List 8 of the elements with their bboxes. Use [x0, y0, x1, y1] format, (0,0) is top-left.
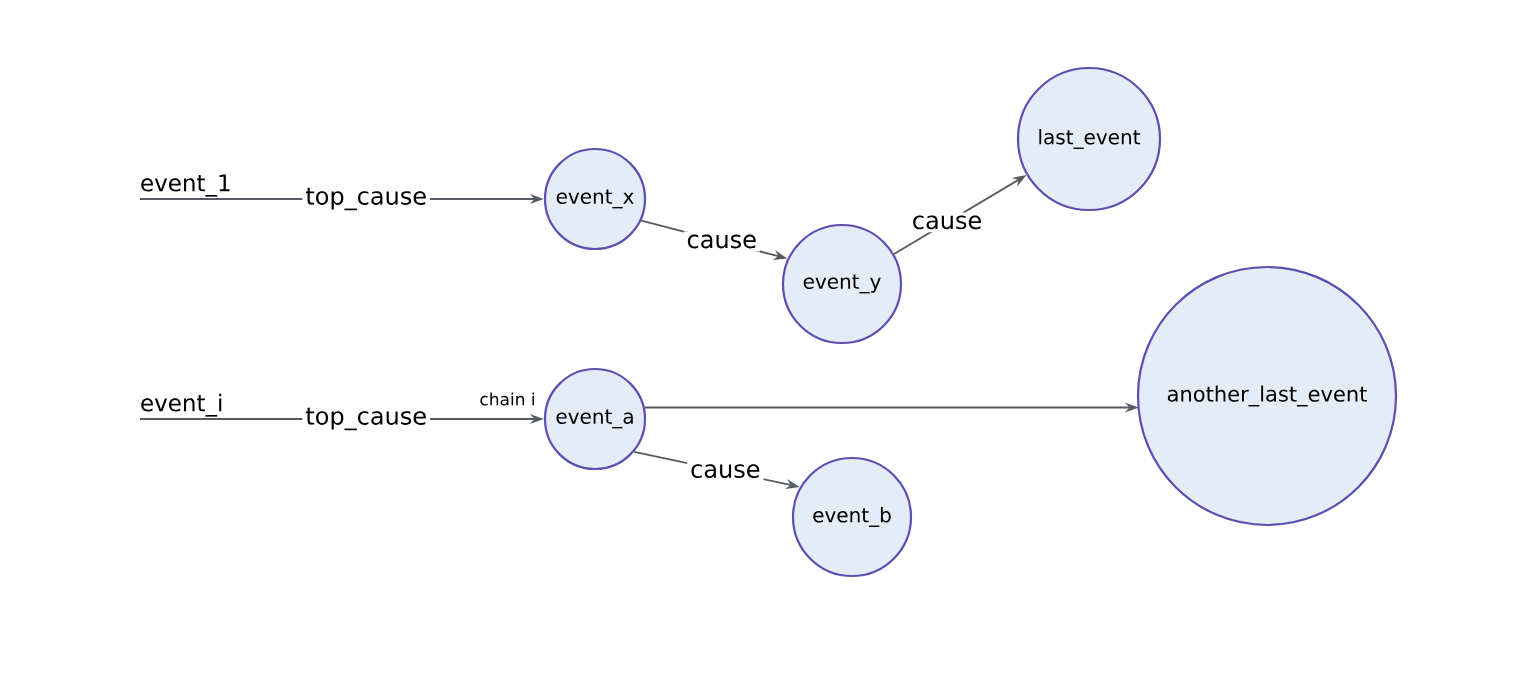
edge-label: top_cause	[302, 184, 431, 214]
node-label: event_1	[141, 174, 230, 197]
edge-label: cause	[683, 231, 760, 252]
edge-label: cause	[687, 461, 764, 482]
node-label: event_i	[141, 393, 222, 417]
edge-label: cause	[908, 212, 986, 233]
chain-label: chain i	[480, 392, 534, 406]
edge-label: top_cause	[302, 404, 431, 434]
